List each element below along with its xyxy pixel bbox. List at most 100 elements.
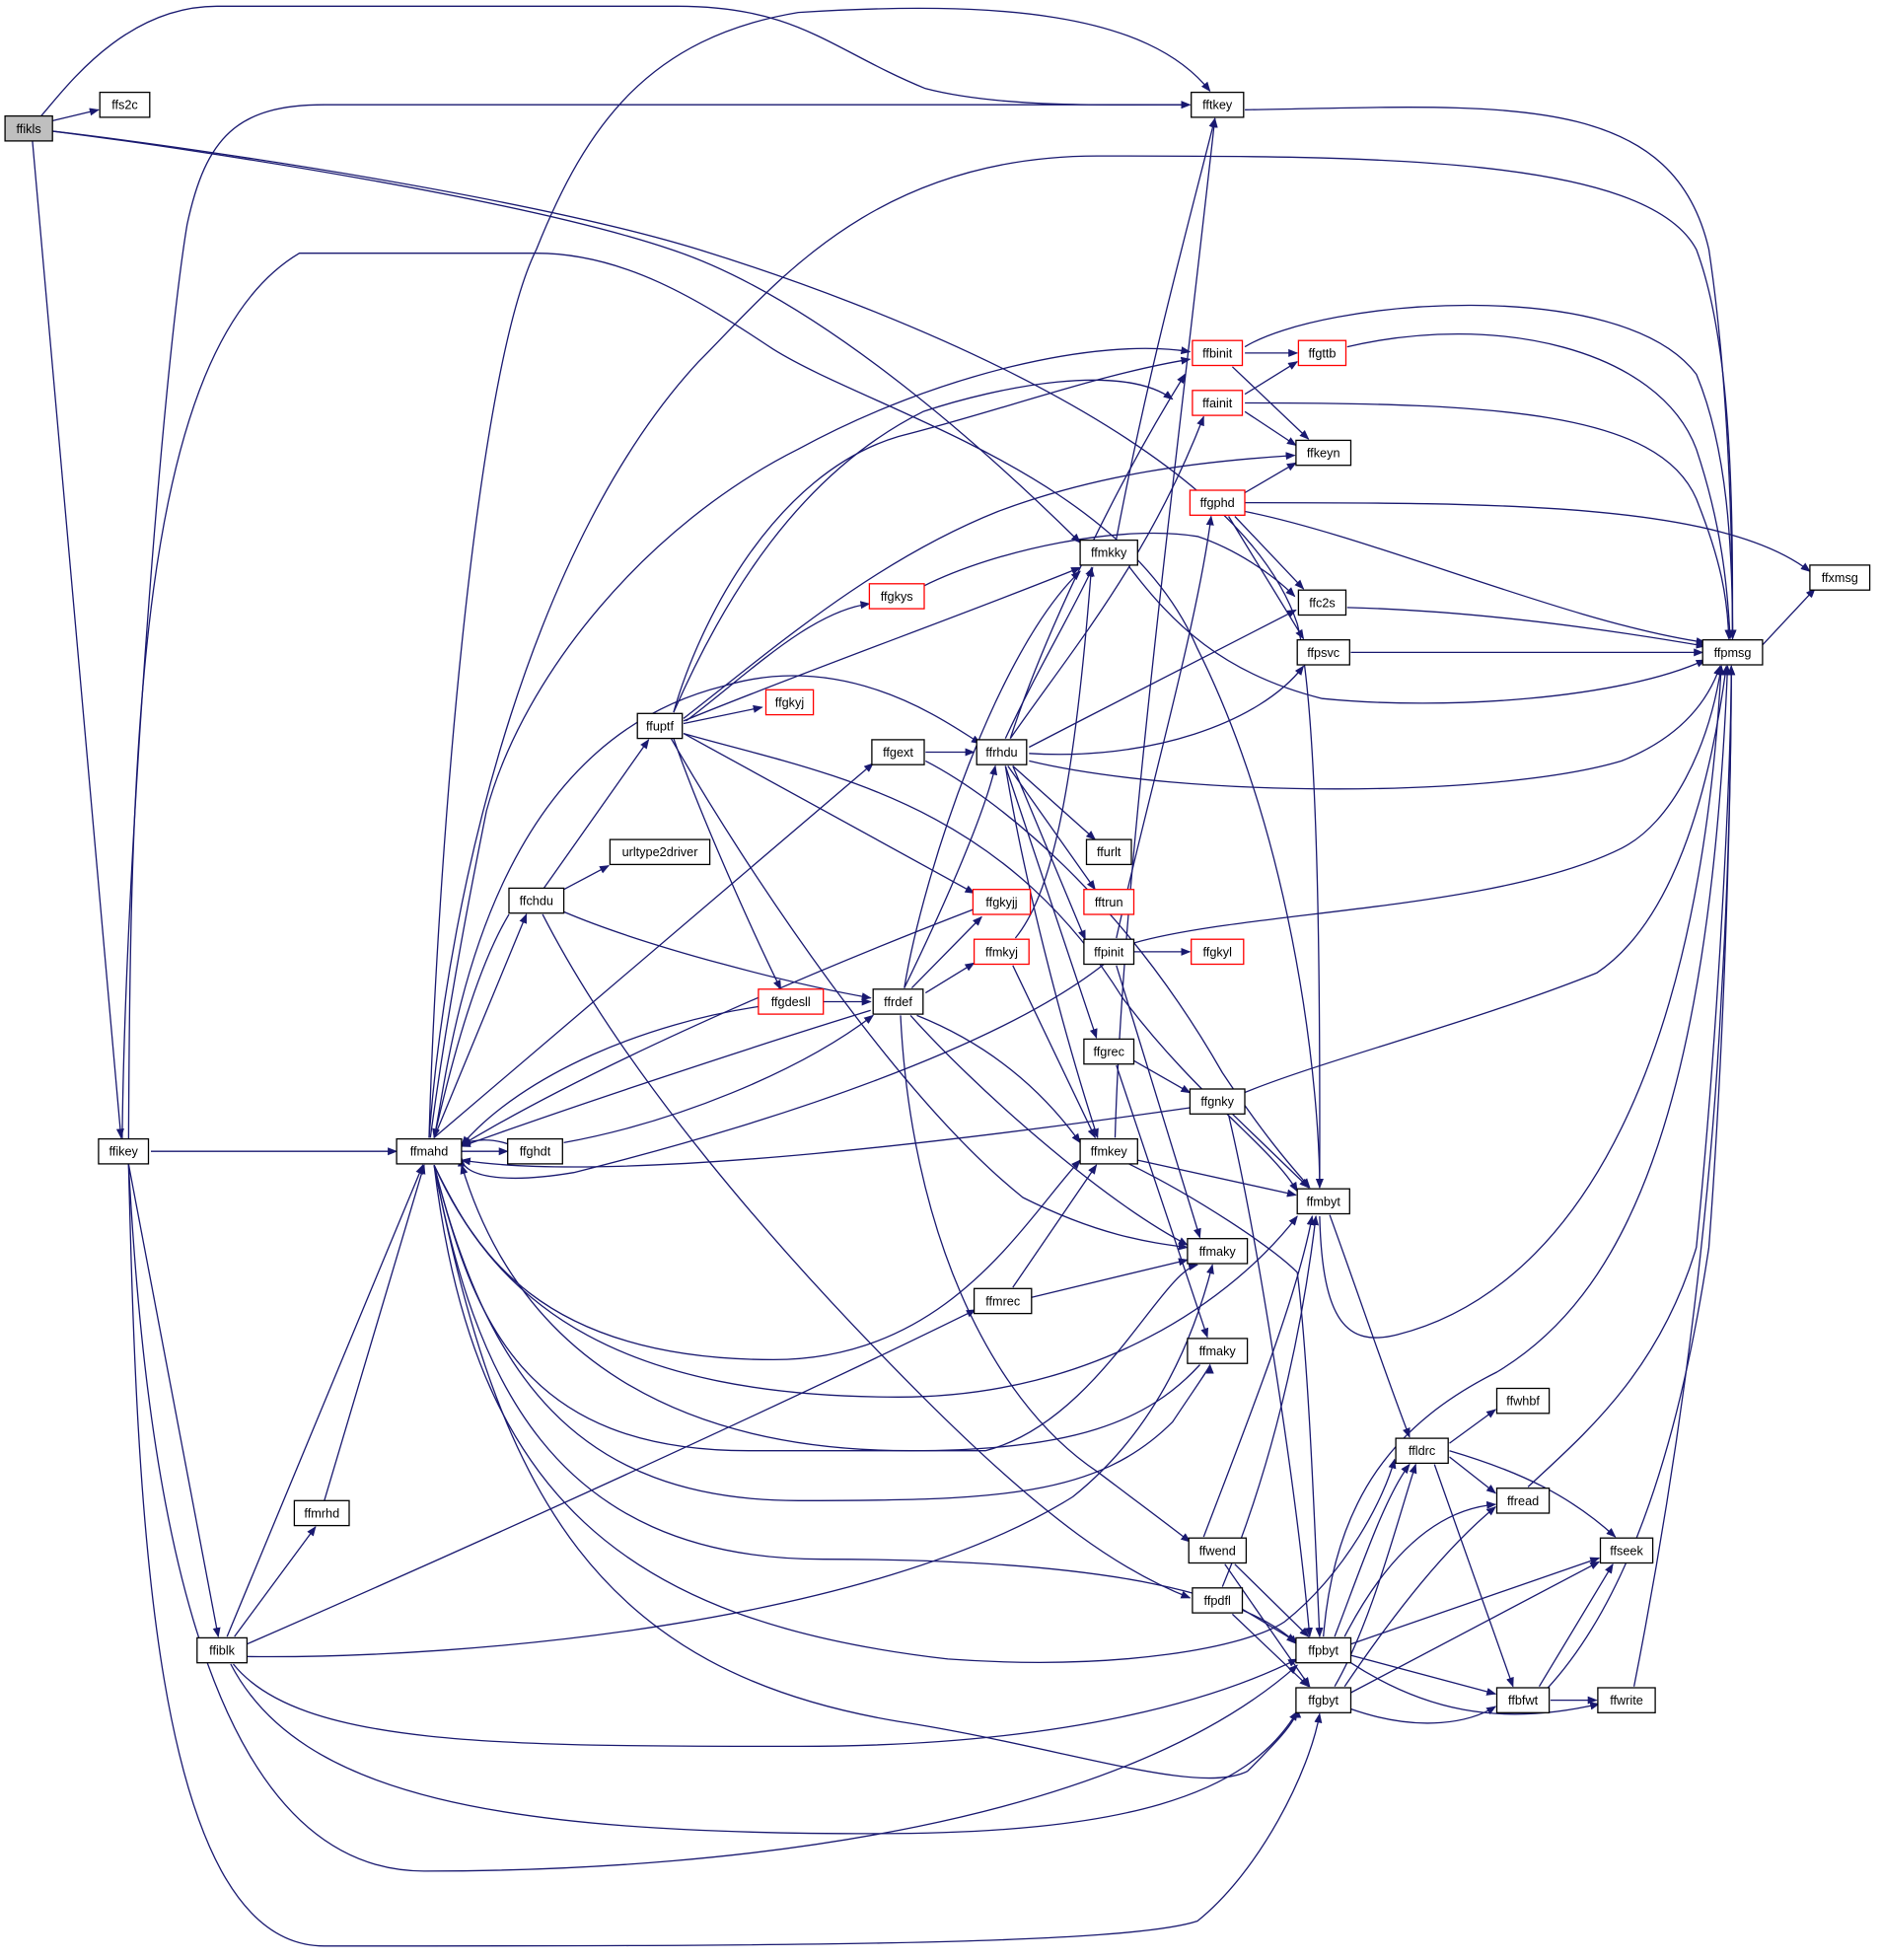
node-ffghdt[interactable]: ffghdt	[507, 1137, 563, 1165]
node-box-fftrun[interactable]	[1083, 889, 1135, 915]
node-box-ffmkey[interactable]	[1079, 1137, 1138, 1165]
node-fftkey[interactable]: fftkey	[1191, 91, 1245, 118]
node-ffpmsg[interactable]: ffpmsg	[1701, 639, 1764, 666]
node-box-urltype2driver[interactable]	[609, 838, 711, 866]
node-ffgdesll[interactable]: ffgdesll	[758, 988, 825, 1015]
node-box-ffmaky[interactable]	[1187, 1238, 1249, 1265]
node-box-ffgkyl[interactable]	[1191, 938, 1245, 966]
node-box-ffgphd[interactable]	[1189, 489, 1246, 516]
node-box-ffpdfl[interactable]	[1192, 1587, 1244, 1614]
node-urltype2driver[interactable]: urltype2driver	[609, 838, 711, 866]
node-box-ffldrc[interactable]	[1395, 1437, 1449, 1465]
node-ffurlt[interactable]: ffurlt	[1085, 838, 1132, 866]
node-box-ffrhdu[interactable]	[976, 739, 1028, 765]
node-box-ffghdt[interactable]	[507, 1137, 563, 1165]
node-ffgrec[interactable]: ffgrec	[1083, 1038, 1135, 1065]
node-box-ffchdu[interactable]	[508, 887, 565, 914]
node-ffgkyjj[interactable]: ffgkyjj	[972, 889, 1032, 915]
node-box-ffainit[interactable]	[1192, 390, 1244, 416]
node-box-ffwrite[interactable]	[1597, 1687, 1656, 1713]
node-box-ffmkyj[interactable]	[973, 938, 1030, 966]
node-box-ffpsvc[interactable]	[1296, 639, 1350, 666]
node-box-ffmrhd[interactable]	[293, 1499, 350, 1527]
node-ffldrc[interactable]: ffldrc	[1395, 1437, 1449, 1465]
node-ffwrite[interactable]: ffwrite	[1597, 1687, 1656, 1713]
node-ffikls[interactable]: ffikls	[4, 114, 53, 142]
node-box-ffgkys[interactable]	[868, 583, 925, 610]
node-box-ffxmsg[interactable]	[1809, 564, 1871, 591]
node-ffpsvc[interactable]: ffpsvc	[1296, 639, 1350, 666]
node-ffmaky[interactable]: ffmaky	[1187, 1238, 1249, 1265]
node-ffikey[interactable]: ffikey	[98, 1137, 150, 1165]
node-ffmkey[interactable]: ffmkey	[1079, 1137, 1138, 1165]
node-ffrdef[interactable]: ffrdef	[872, 988, 924, 1015]
node-fftrun[interactable]: fftrun	[1083, 889, 1135, 915]
node-box-ffpbyt[interactable]	[1295, 1636, 1352, 1664]
node-ffs2c[interactable]: ffs2c	[99, 91, 151, 118]
node-box-ffpmsg[interactable]	[1701, 639, 1764, 666]
node-ffpbyt[interactable]: ffpbyt	[1295, 1636, 1352, 1664]
node-ffainit[interactable]: ffainit	[1192, 390, 1244, 416]
node-ffgkyj[interactable]: ffgkyj	[764, 689, 815, 716]
node-box-ffgbyt[interactable]	[1295, 1687, 1352, 1713]
node-box-ffbfwt[interactable]	[1495, 1687, 1551, 1713]
node-ffwend[interactable]: ffwend	[1188, 1537, 1248, 1564]
node-ffwhbf[interactable]: ffwhbf	[1495, 1387, 1551, 1415]
node-ffmahd[interactable]: ffmahd	[396, 1137, 463, 1165]
node-box-ffc2s[interactable]	[1297, 589, 1347, 617]
node-ffgttb[interactable]: ffgttb	[1297, 339, 1347, 367]
node-box-ffmrec[interactable]	[973, 1287, 1033, 1315]
node-ffmrec[interactable]: ffmrec	[973, 1287, 1033, 1315]
node-ffread[interactable]: ffread	[1495, 1488, 1551, 1514]
node-box-fftkey[interactable]	[1191, 91, 1245, 118]
node-ffpdfl[interactable]: ffpdfl	[1192, 1587, 1244, 1614]
node-box-ffgkyjj[interactable]	[972, 889, 1032, 915]
node-box-ffmkky[interactable]	[1079, 539, 1138, 566]
node-box-ffrdef[interactable]	[872, 988, 924, 1015]
node-box-ffbinit[interactable]	[1192, 339, 1244, 367]
node-box-ffs2c[interactable]	[99, 91, 151, 118]
node-ffxmsg[interactable]: ffxmsg	[1809, 564, 1871, 591]
node-box-ffuptf[interactable]	[636, 712, 684, 740]
node-box-ffikey[interactable]	[98, 1137, 150, 1165]
node-ffgext[interactable]: ffgext	[871, 739, 925, 765]
node-ffseek[interactable]: ffseek	[1599, 1537, 1654, 1564]
node-ffgkys[interactable]: ffgkys	[868, 583, 925, 610]
node-box-ffkeyn[interactable]	[1295, 439, 1352, 467]
node-ffrhdu[interactable]: ffrhdu	[976, 739, 1028, 765]
node-box-ffgrec[interactable]	[1083, 1038, 1135, 1065]
node-ffmaky2[interactable]: ffmaky	[1187, 1338, 1249, 1364]
node-ffmkky[interactable]: ffmkky	[1079, 539, 1138, 566]
node-box-ffgdesll[interactable]	[758, 988, 825, 1015]
node-ffgphd[interactable]: ffgphd	[1189, 489, 1246, 516]
node-box-ffread[interactable]	[1495, 1488, 1551, 1514]
node-ffmbyt[interactable]: ffmbyt	[1296, 1188, 1350, 1215]
node-box-ffmbyt[interactable]	[1296, 1188, 1350, 1215]
node-ffgnky[interactable]: ffgnky	[1189, 1088, 1246, 1115]
node-box-ffpinit[interactable]	[1083, 938, 1135, 966]
node-ffkeyn[interactable]: ffkeyn	[1295, 439, 1352, 467]
node-ffiblk[interactable]: ffiblk	[196, 1636, 249, 1664]
node-ffgbyt[interactable]: ffgbyt	[1295, 1687, 1352, 1713]
node-box-ffwhbf[interactable]	[1495, 1387, 1551, 1415]
node-ffuptf[interactable]: ffuptf	[636, 712, 684, 740]
node-box-ffikls[interactable]	[4, 114, 53, 142]
node-box-ffgext[interactable]	[871, 739, 925, 765]
node-ffmrhd[interactable]: ffmrhd	[293, 1499, 350, 1527]
node-box-ffiblk[interactable]	[196, 1636, 249, 1664]
node-box-ffseek[interactable]	[1599, 1537, 1654, 1564]
node-box-ffwend[interactable]	[1188, 1537, 1248, 1564]
node-box-ffmaky2[interactable]	[1187, 1338, 1249, 1364]
node-ffchdu[interactable]: ffchdu	[508, 887, 565, 914]
node-ffc2s[interactable]: ffc2s	[1297, 589, 1347, 617]
node-ffgkyl[interactable]: ffgkyl	[1191, 938, 1245, 966]
node-box-ffmahd[interactable]	[396, 1137, 463, 1165]
node-ffbinit[interactable]: ffbinit	[1192, 339, 1244, 367]
node-box-ffgttb[interactable]	[1297, 339, 1347, 367]
node-box-ffgnky[interactable]	[1189, 1088, 1246, 1115]
node-box-ffurlt[interactable]	[1085, 838, 1132, 866]
node-ffmkyj[interactable]: ffmkyj	[973, 938, 1030, 966]
node-ffbfwt[interactable]: ffbfwt	[1495, 1687, 1551, 1713]
node-ffpinit[interactable]: ffpinit	[1083, 938, 1135, 966]
node-box-ffgkyj[interactable]	[764, 689, 815, 716]
